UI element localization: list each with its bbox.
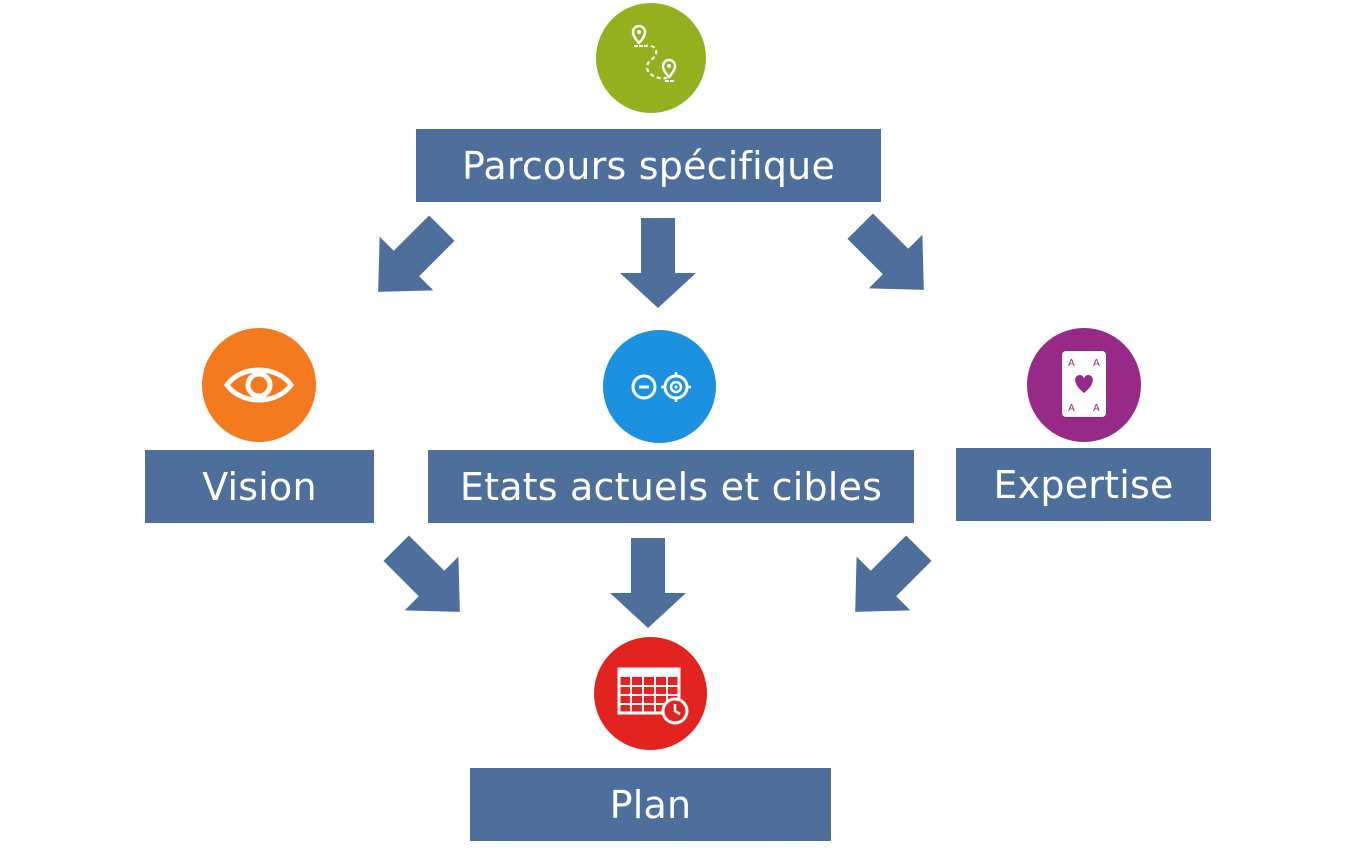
target-icon xyxy=(603,330,716,443)
node-etats-actuels-et-cibles: Etats actuels et cibles xyxy=(428,450,914,523)
svg-text:A: A xyxy=(1093,358,1100,369)
node-parcours-specifique: Parcours spécifique xyxy=(416,129,881,202)
svg-text:A: A xyxy=(1093,403,1100,414)
node-expertise: Expertise xyxy=(956,448,1211,521)
svg-text:A: A xyxy=(1068,403,1075,414)
eye-icon xyxy=(202,328,316,442)
node-vision: Vision xyxy=(145,450,374,523)
route-map-icon xyxy=(596,3,706,113)
node-plan: Plan xyxy=(470,768,831,841)
calendar-clock-icon xyxy=(594,637,707,750)
playing-card-icon: A A A A xyxy=(1027,328,1141,442)
svg-text:A: A xyxy=(1068,358,1075,369)
